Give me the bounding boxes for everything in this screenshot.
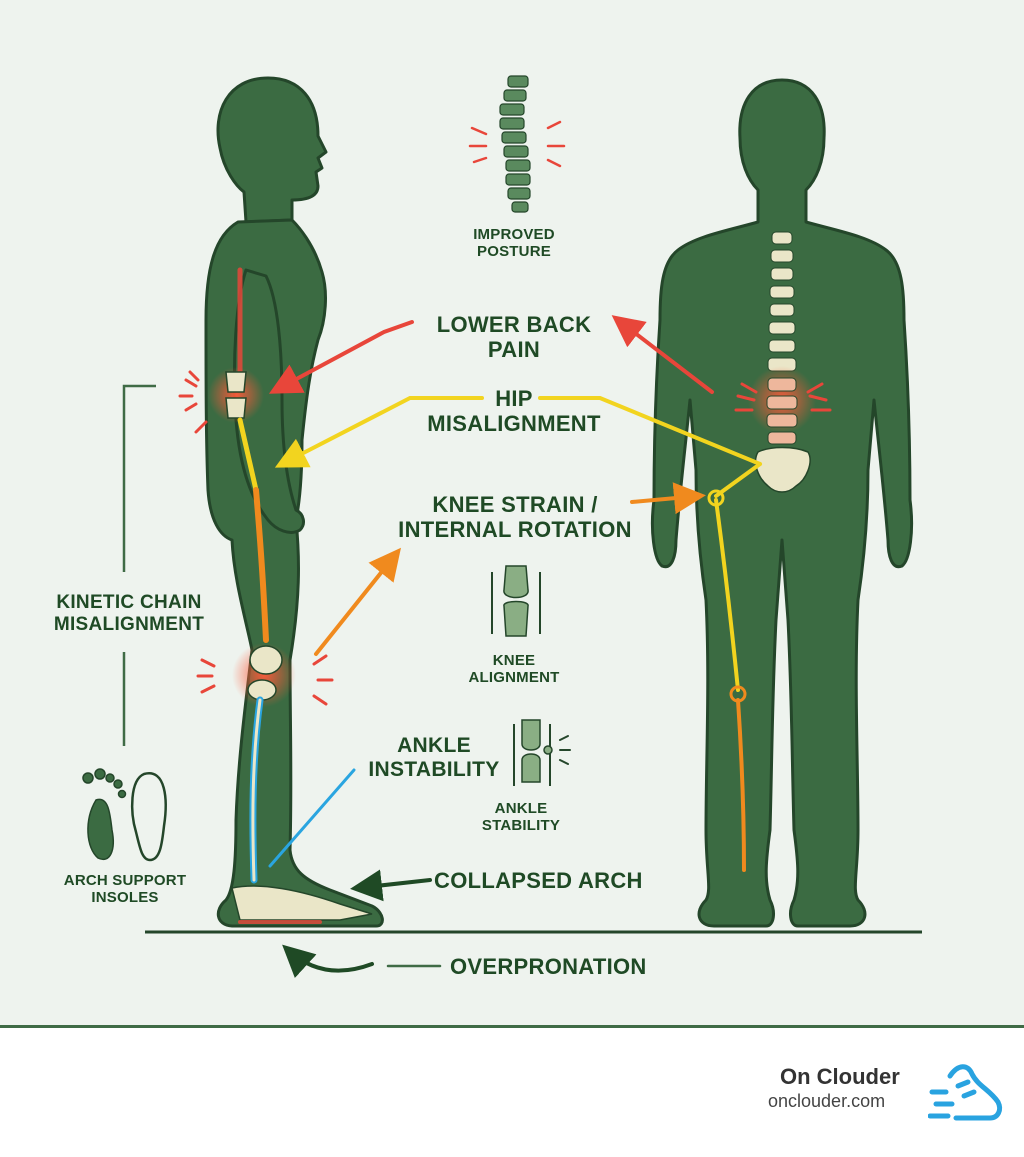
back-view-spine: [748, 231, 816, 493]
lower-back-arrow-left: [268, 320, 414, 394]
spine-icon: [468, 75, 566, 213]
connector-arrows: [268, 315, 762, 979]
lower-back-pain-label: LOWER BACK PAIN: [436, 312, 592, 363]
diagram-stage: [82, 75, 922, 979]
hip-arrow-left: [274, 396, 484, 468]
insole-icon: [131, 772, 167, 862]
knee-arrow-up: [314, 547, 401, 656]
collapsed-arch-arrow: [350, 869, 432, 902]
footprint-icon: [82, 768, 127, 861]
collapsed-arch-label: COLLAPSED ARCH: [434, 868, 643, 893]
arch-support-label: ARCH SUPPORT INSOLES: [63, 872, 187, 907]
kinetic-chain-bracket: [122, 384, 156, 746]
knee-arrow-right: [630, 482, 706, 515]
brand-name: On Clouder: [780, 1064, 900, 1089]
hip-misalignment-label: HIP MISALIGNMENT: [427, 386, 601, 437]
ankle-pointer-line: [268, 768, 356, 868]
knee-alignment-icon: [491, 565, 541, 637]
back-view-leg-line: [707, 462, 762, 872]
side-view-figure: [204, 76, 384, 928]
ankle-stability-label: ANKLE STABILITY: [481, 800, 561, 835]
running-shoe-logo-icon: [928, 1064, 1003, 1121]
knee-alignment-label: KNEE ALIGNMENT: [468, 652, 560, 687]
hip-arrow-right: [538, 396, 762, 466]
knee-strain-label: KNEE STRAIN / INTERNAL ROTATION: [398, 492, 632, 543]
side-view-pain-sparks: [178, 370, 334, 706]
ankle-instability-label: ANKLE INSTABILITY: [368, 734, 500, 782]
back-view-pain-sparks: [734, 382, 832, 412]
lower-back-arrow-right: [611, 315, 714, 394]
improved-posture-label: IMPROVED POSTURE: [473, 226, 555, 261]
ankle-stability-icon: [513, 719, 571, 786]
side-view-skeleton: [208, 267, 373, 924]
kinetic-chain-label: KINETIC CHAIN MISALIGNMENT: [53, 592, 205, 635]
diagram-svg: [82, 75, 922, 979]
overpronation-label: OVERPRONATION: [450, 954, 647, 979]
overpronation-arrow: [282, 944, 374, 979]
brand-url: onclouder.com: [768, 1091, 886, 1111]
footer: [0, 1025, 1024, 1157]
back-view-figure: [650, 78, 914, 928]
